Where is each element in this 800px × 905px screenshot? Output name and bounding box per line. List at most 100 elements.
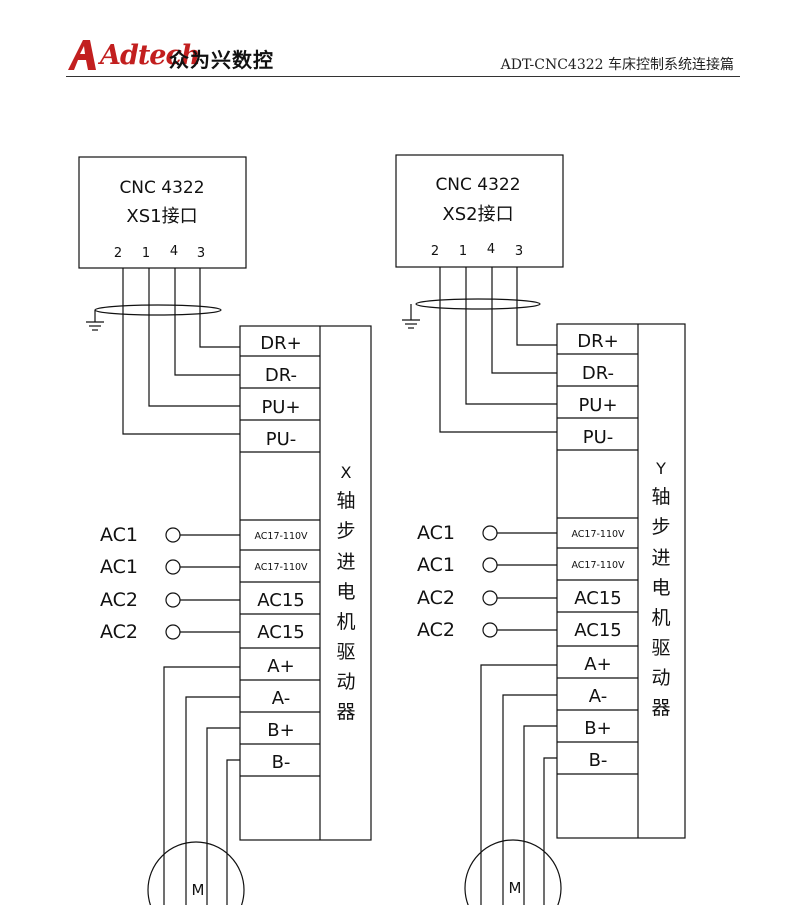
ac-terminal-icon [482,590,498,606]
wire-a-minus [502,694,557,905]
header-rule [66,76,740,77]
y-motor-icon [464,839,562,905]
xs2-pin: 1 [459,244,467,259]
ac-terminal-icon [482,557,498,573]
y-driver-label-char: 轴 [651,486,670,508]
ac-terminal-icon [165,624,181,640]
xs2-pin: 2 [431,244,439,259]
x-driver-box [239,325,372,841]
x-driver-label-char: 驱 [336,641,355,663]
y-ac-label: AC2 [417,587,455,609]
ac-terminal-icon [482,622,498,638]
ac-terminal-icon [482,525,498,541]
company-logo: Adtech 众为兴数控 [66,38,273,74]
x-driver-label-char: 机 [336,611,355,633]
x-terminal-label: B+ [267,720,294,741]
y-terminal-label: B+ [584,718,611,739]
x-driver-label-char: X [341,463,352,482]
ac-terminal-icon [165,592,181,608]
y-ac-label: AC1 [417,522,455,544]
y-terminal-label: PU- [583,427,614,448]
x-driver-label-char: 进 [336,551,355,573]
y-driver-box [556,323,686,839]
y-ac-label: AC1 [417,554,455,576]
wire-a-plus [163,666,240,905]
x-terminal-label: B- [272,752,291,773]
xs2-pin: 4 [487,242,495,257]
x-driver-label-char: 轴 [336,490,355,512]
y-terminal-label: A- [589,686,607,707]
x-driver-label-char: 动 [336,671,355,693]
x-terminal-label: PU+ [261,397,300,418]
x-motor-label: M [192,881,205,899]
x-ac-label: AC2 [100,621,138,643]
ac-terminal-icon [165,559,181,575]
x-terminal-label: AC17-110V [254,562,308,573]
logo-mark-icon [68,40,96,70]
wire-pin4-dr-minus [491,267,557,374]
y-terminal-label: DR- [582,363,614,384]
xs1-pin: 4 [170,244,178,259]
x-ac-label: AC2 [100,589,138,611]
x-driver-label-char: 步 [336,520,355,542]
y-motor-label: M [509,879,522,897]
wire-b-plus [523,725,557,905]
wire-pin2-pu-minus [122,268,240,435]
document-title: ADT-CNC4322 车床控制系统连接篇 [500,57,734,73]
wire-b-plus [206,727,240,905]
y-driver-label-char: 步 [651,516,670,538]
xs1-pin: 3 [197,246,205,261]
y-terminal-label: B- [589,750,608,771]
xs2-pin: 3 [515,244,523,259]
x-driver-label-char: 电 [336,581,355,603]
y-terminal-label: A+ [584,654,611,675]
y-axis-wiring [395,154,686,905]
xs1-pin: 1 [142,246,150,261]
y-terminal-label: AC15 [574,588,621,609]
y-driver-label-char: Y [655,459,666,478]
xs2-connector-box [395,154,564,268]
x-ac-label: AC1 [100,556,138,578]
y-terminal-label: AC17-110V [571,560,625,571]
x-motor-icon [147,841,245,905]
x-terminal-label: DR+ [260,333,301,354]
logo-brand: Adtech [100,40,201,71]
cable-shield [415,298,541,310]
page-header: Adtech 众为兴数控 ADT-CNC4322 车床控制系统连接篇 [0,0,800,80]
wire-a-minus [185,696,240,905]
cable-shield [94,304,222,316]
xs1-line1: CNC 4322 [119,178,204,198]
y-terminal-label: PU+ [578,395,617,416]
y-driver-label-char: 电 [651,577,670,599]
wire-a-plus [480,664,557,905]
x-terminal-label: AC15 [257,622,304,643]
y-driver-label-char: 器 [651,697,670,719]
wire-b-minus [226,759,240,905]
logo-chinese-name: 众为兴数控 [169,48,274,72]
x-terminal-label: A+ [267,656,294,677]
wire-pin1-pu-plus [148,268,240,407]
y-ac-label: AC2 [417,619,455,641]
x-driver-label-char: 器 [336,701,355,723]
x-ac-label: AC1 [100,524,138,546]
xs1-pin: 2 [114,246,122,261]
wire-pin4-dr-minus [174,268,240,376]
xs2-line2: XS2接口 [442,204,513,225]
x-axis-wiring [78,156,372,905]
x-terminal-label: AC15 [257,590,304,611]
y-driver-label-char: 进 [651,547,670,569]
y-terminal-label: AC15 [574,620,621,641]
wire-pin3-dr-plus [516,267,557,346]
xs2-line1: CNC 4322 [435,175,520,195]
wire-pin2-pu-minus [439,267,557,433]
wire-pin3-dr-plus [199,268,240,348]
wire-b-minus [543,757,557,905]
x-terminal-label: AC17-110V [254,531,308,542]
wire-pin1-pu-plus [465,267,557,405]
x-terminal-label: DR- [265,365,297,386]
xs1-connector-box [78,156,247,269]
xs1-line2: XS1接口 [126,206,197,227]
y-terminal-label: DR+ [577,331,618,352]
y-terminal-label: AC17-110V [571,529,625,540]
